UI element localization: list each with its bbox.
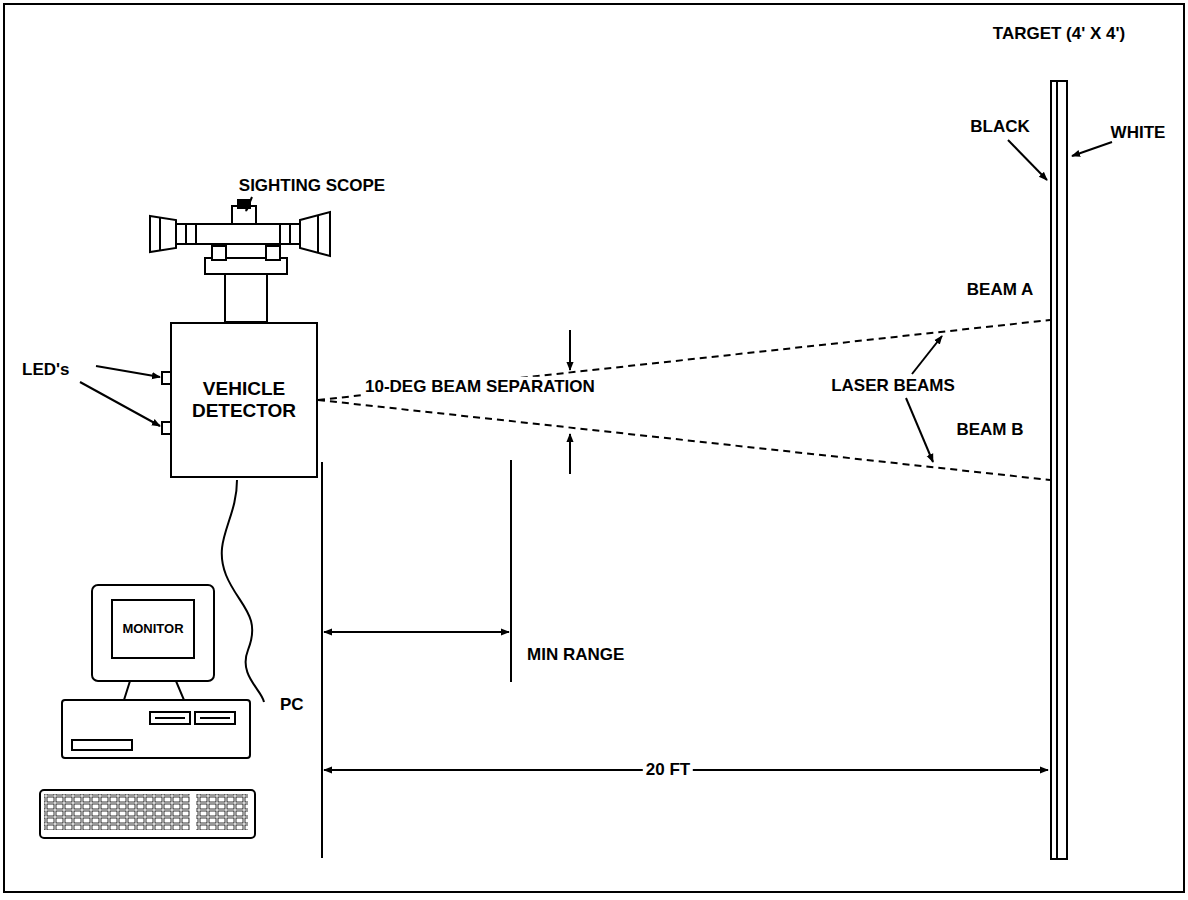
cable [222, 480, 264, 702]
laser-beam [318, 320, 1050, 400]
target-board: TARGET (4' X 4') [1050, 80, 1068, 860]
node-heading: TARGET (4' X 4') [993, 24, 1125, 44]
part-label: PC [280, 695, 304, 715]
dimension-label: 10-DEG BEAM SEPARATION [362, 377, 598, 397]
part-label: SIGHTING SCOPE [239, 176, 385, 196]
beam-label: BEAM A [967, 280, 1033, 300]
dimension-label: MIN RANGE [527, 645, 624, 665]
dimension-label: 20 FT [643, 760, 693, 780]
monitor-screen: MONITOR [111, 599, 195, 659]
dimension-line [510, 460, 512, 682]
part-label: LASER BEAMS [831, 376, 955, 396]
part-label: LED's [22, 360, 70, 380]
frame [4, 4, 1184, 892]
sighting-scope [150, 200, 330, 322]
computer [40, 585, 255, 838]
detector-box: VEHICLE DETECTOR [170, 322, 318, 478]
node-text: MONITOR [122, 622, 183, 637]
dimension-line [321, 462, 323, 858]
part-label: BLACK [970, 117, 1030, 137]
part-label: WHITE [1111, 123, 1166, 143]
beam-label: BEAM B [956, 420, 1023, 440]
laser-beam [318, 400, 1050, 480]
node-text: VEHICLE DETECTOR [178, 378, 310, 422]
